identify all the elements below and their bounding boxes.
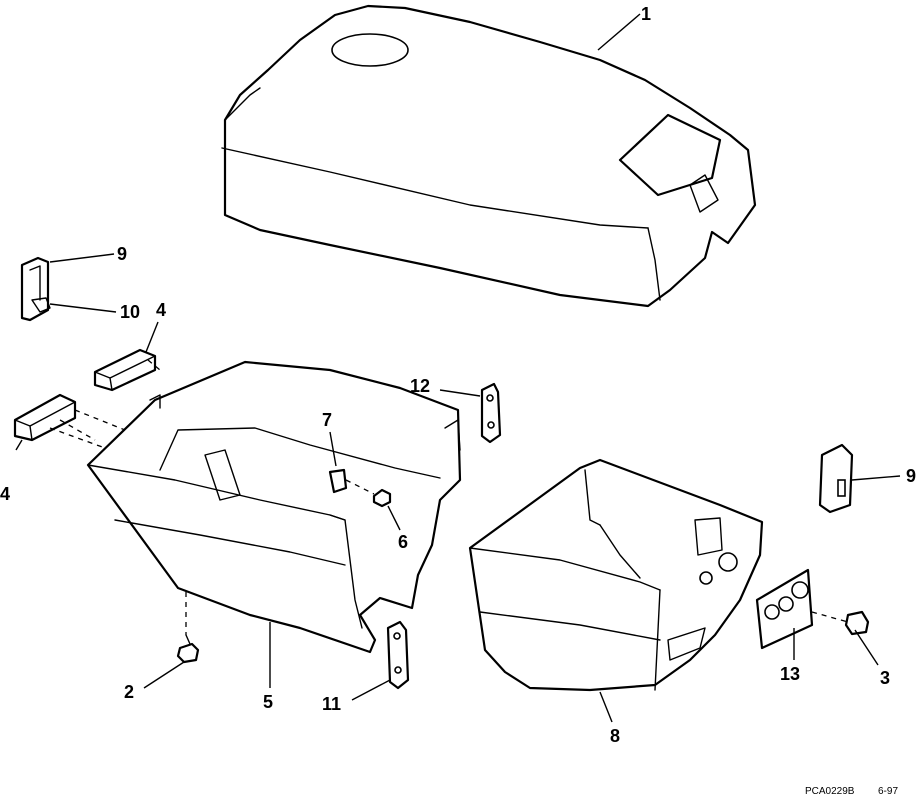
callout-12: 12 xyxy=(410,376,430,396)
callout-8: 8 xyxy=(610,726,620,746)
callout-4-lower: 4 xyxy=(0,484,10,504)
part-11-bracket xyxy=(386,620,410,690)
callout-9-left: 9 xyxy=(117,244,127,264)
part-5-left-lower-cover xyxy=(86,360,462,654)
callout-5: 5 xyxy=(263,692,273,712)
top-cover-opening xyxy=(331,33,409,67)
callout-2: 2 xyxy=(124,682,134,702)
part-4-block-lower xyxy=(13,393,77,442)
reference-code: PCA0229B xyxy=(805,786,855,797)
part-12-bracket xyxy=(480,382,502,444)
alignment-lines xyxy=(49,359,849,635)
part-7-clip xyxy=(328,468,348,494)
callout-13: 13 xyxy=(780,664,800,684)
callout-labels: 1 9 10 4 4 12 7 6 9 3 13 8 5 2 11 xyxy=(0,4,916,746)
callout-11: 11 xyxy=(322,694,341,714)
part-9-latch-left xyxy=(20,256,50,322)
callout-7: 7 xyxy=(322,410,332,430)
part-9-latch-right xyxy=(818,443,854,514)
part-10-clip xyxy=(31,297,51,313)
callout-3: 3 xyxy=(880,668,890,688)
part-3-plug xyxy=(844,610,870,636)
part-8-right-lower-cover xyxy=(468,458,764,692)
part-2-bolt xyxy=(176,634,200,664)
leader-lines xyxy=(15,13,901,723)
callout-9-right: 9 xyxy=(906,466,916,486)
callout-6: 6 xyxy=(398,532,408,552)
part-4-block-upper xyxy=(93,348,157,392)
callout-1: 1 xyxy=(641,4,651,24)
callout-10: 10 xyxy=(120,302,140,322)
part-1-top-cover xyxy=(221,4,757,308)
callout-4-upper: 4 xyxy=(156,300,166,320)
part-13-plate xyxy=(755,568,814,650)
reference-date: 6-97 xyxy=(878,786,898,797)
part-6-screw xyxy=(372,488,392,508)
